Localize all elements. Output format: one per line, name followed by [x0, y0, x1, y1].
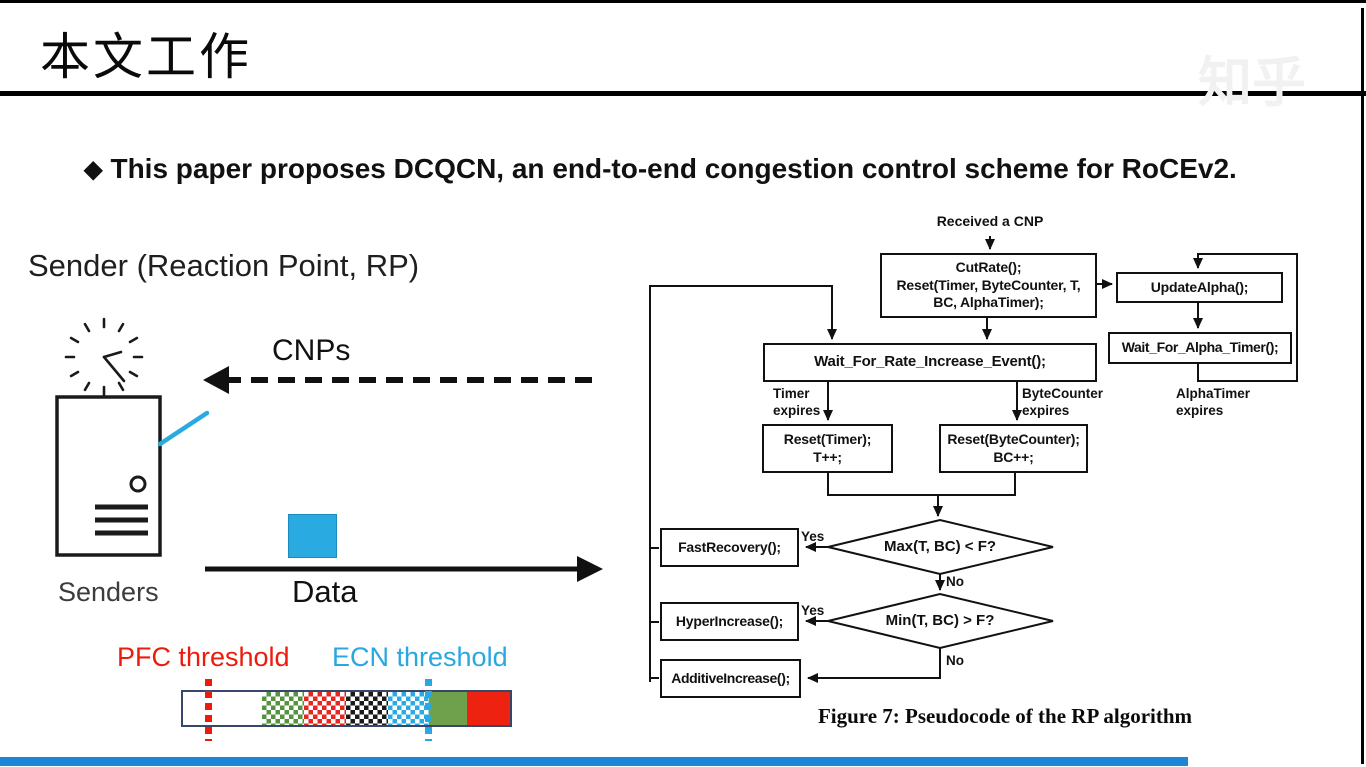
- timer-expires-label: Timer expires: [773, 386, 821, 418]
- fast-recovery-box: FastRecovery();: [660, 528, 799, 567]
- wait-rate-increase-box: Wait_For_Rate_Increase_Event();: [763, 343, 1097, 382]
- diamond-min-label: Min(T, BC) > F?: [885, 612, 995, 629]
- yes-label-1: Yes: [801, 529, 825, 544]
- data-packet-square: [288, 514, 337, 558]
- hyper-increase-box: HyperIncrease();: [660, 602, 799, 641]
- queue-segment-solid-green: [429, 692, 467, 725]
- diamond-max-label: Max(T, BC) < F?: [883, 538, 997, 555]
- bytecounter-expires-label: ByteCounter expires: [1022, 386, 1104, 418]
- bullet-line: ◆ This paper proposes DCQCN, an end-to-e…: [84, 153, 1237, 185]
- reset-bytecounter-box: Reset(ByteCounter); BC++;: [939, 424, 1088, 473]
- pfc-threshold-line: [205, 679, 212, 741]
- ecn-threshold-line: [425, 679, 432, 741]
- server-icon: [55, 395, 210, 557]
- title-underline: [0, 91, 1366, 96]
- queue-segment-checker-black: [346, 692, 388, 725]
- reset-timer-box: Reset(Timer); T++;: [762, 424, 893, 473]
- alphatimer-expires-label: AlphaTimer expires: [1176, 386, 1251, 418]
- queue-segment-checker-red: [303, 692, 347, 725]
- senders-label: Senders: [58, 577, 159, 607]
- no-label-1: No: [946, 574, 964, 589]
- antenna-line: [157, 410, 210, 447]
- data-arrow: [205, 556, 603, 582]
- zhihu-watermark: 知乎: [1198, 53, 1306, 113]
- page-title: 本文工作: [40, 29, 252, 85]
- received-cnp-label: Received a CNP: [936, 213, 1044, 229]
- switch-queue: [181, 690, 512, 727]
- queue-segment-checker-blue: [387, 692, 430, 725]
- additive-increase-box: AdditiveIncrease();: [660, 659, 801, 698]
- queue-segment-empty: [183, 692, 263, 725]
- top-border-line: [0, 0, 1366, 3]
- cutrate-box: CutRate(); Reset(Timer, ByteCounter, T, …: [880, 253, 1097, 318]
- diamond-bullet-icon: ◆: [84, 155, 103, 183]
- update-alpha-box: UpdateAlpha();: [1116, 272, 1283, 303]
- bullet-text: This paper proposes DCQCN, an end-to-end…: [110, 153, 1237, 184]
- bottom-progress-bar: [0, 757, 1188, 766]
- sender-heading: Sender (Reaction Point, RP): [28, 248, 420, 283]
- ecn-threshold-label: ECN threshold: [332, 642, 508, 672]
- clock-icon: [64, 317, 144, 397]
- pfc-threshold-label: PFC threshold: [117, 642, 290, 672]
- no-label-2: No: [946, 653, 964, 668]
- wait-alpha-timer-box: Wait_For_Alpha_Timer();: [1108, 332, 1292, 364]
- cnps-arrow: [203, 366, 601, 394]
- right-border-line: [1361, 8, 1364, 764]
- yes-label-2: Yes: [801, 603, 825, 618]
- cnps-label: CNPs: [272, 334, 351, 367]
- data-label: Data: [292, 574, 358, 609]
- queue-segment-checker-green: [262, 692, 304, 725]
- queue-segment-solid-red: [466, 692, 511, 725]
- figure-caption: Figure 7: Pseudocode of the RP algorithm: [817, 704, 1193, 728]
